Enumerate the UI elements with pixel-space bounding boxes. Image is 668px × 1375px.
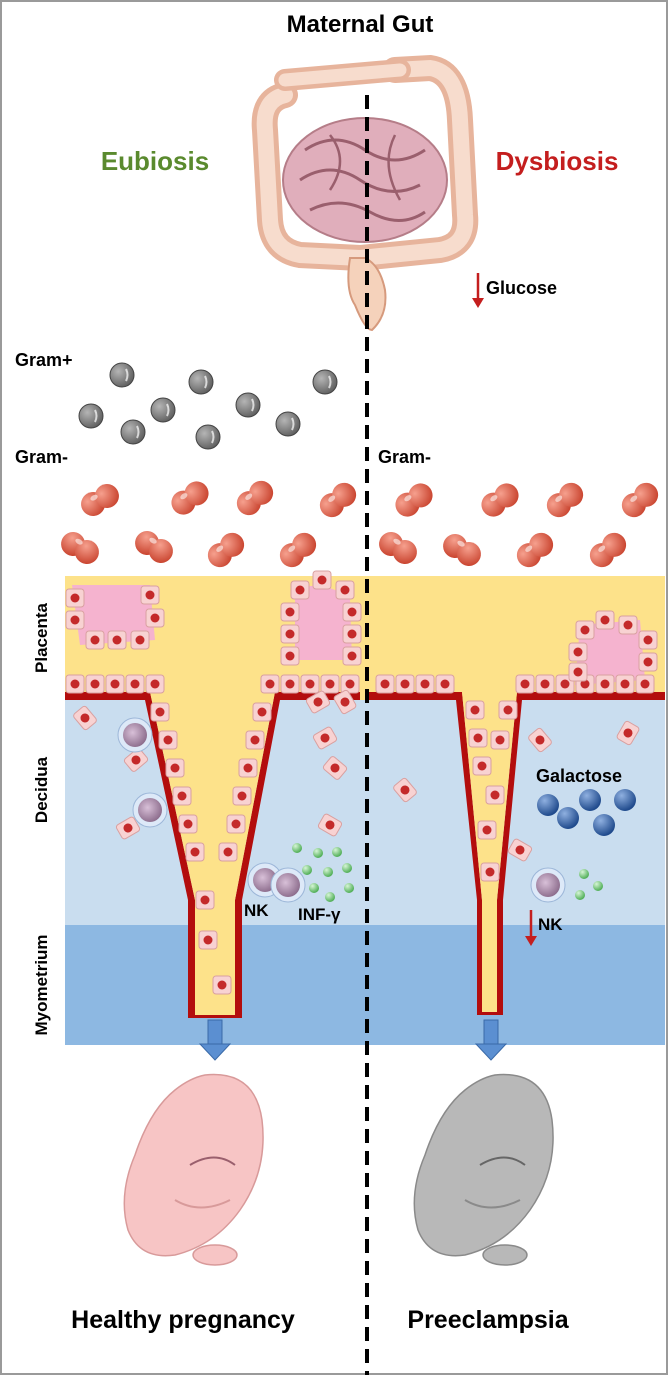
glucose-down-arrow-icon — [472, 273, 484, 308]
gram-positive-bacterium — [235, 392, 261, 418]
eubiosis-label: Eubiosis — [101, 146, 209, 176]
myometrium-label: Myometrium — [32, 934, 51, 1035]
gram-negative-label-left: Gram- — [15, 447, 68, 467]
maternal-gut-illustration — [251, 54, 479, 332]
nk-down-arrow-icon — [525, 910, 537, 946]
preeclampsia-embryo-illustration — [413, 1073, 554, 1266]
gram-positive-bacterium — [312, 369, 338, 395]
decidua-label: Decidua — [32, 756, 51, 823]
gram-positive-bacterium — [188, 369, 214, 395]
gram-positive-bacterium — [275, 411, 301, 437]
inf-gamma-molecules — [292, 843, 354, 902]
gram-positive-bacterium — [120, 419, 146, 445]
healthy-embryo-illustration — [123, 1073, 264, 1266]
glucose-label: Glucose — [486, 278, 557, 298]
nk-cells-right — [530, 867, 566, 903]
nk-label-left: NK — [244, 901, 269, 920]
gram-positive-bacterium — [195, 424, 221, 450]
gram-positive-label: Gram+ — [15, 350, 73, 370]
gram-positive-bacterium — [109, 362, 135, 388]
figure-title: Maternal Gut — [287, 11, 434, 38]
placenta-label: Placenta — [32, 602, 51, 672]
galactose-label: Galactose — [536, 766, 622, 786]
outcome-arrow-left-icon — [198, 1019, 232, 1061]
galactose-molecules — [537, 789, 636, 836]
dysbiosis-label: Dysbiosis — [496, 146, 619, 176]
gram-negative-label-right: Gram- — [378, 447, 431, 467]
inf-gamma-molecules-right — [575, 869, 603, 900]
healthy-pregnancy-label: Healthy pregnancy — [71, 1306, 295, 1334]
inf-gamma-label: INF-γ — [298, 905, 341, 924]
preeclampsia-label: Preeclampsia — [407, 1306, 569, 1334]
nk-label-right: NK — [538, 915, 563, 934]
gram-positive-bacterium — [150, 397, 176, 423]
outcome-arrow-right-icon — [474, 1019, 508, 1061]
gram-positive-bacterium — [78, 403, 104, 429]
